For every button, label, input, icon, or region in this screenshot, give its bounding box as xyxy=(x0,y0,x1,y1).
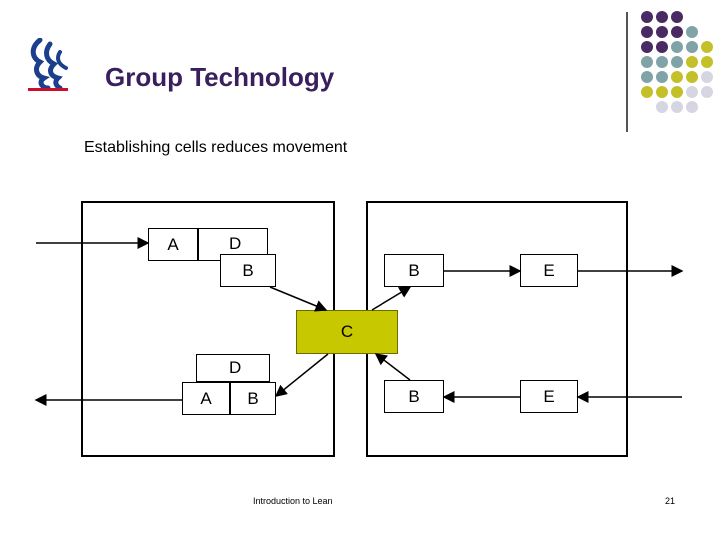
machine-label: E xyxy=(543,386,555,406)
dot-icon xyxy=(686,101,698,113)
machine-c-shared: C xyxy=(296,310,398,354)
dot-icon xyxy=(641,56,653,68)
dot-icon xyxy=(671,41,683,53)
machine-a-bottom: A xyxy=(182,382,230,415)
dot-icon xyxy=(656,41,668,53)
dot-icon xyxy=(656,11,668,23)
dot-icon xyxy=(641,86,653,98)
slide-title: Group Technology xyxy=(105,62,335,92)
machine-label: B xyxy=(242,260,254,280)
dot-icon xyxy=(641,71,653,83)
machine-label: A xyxy=(167,234,179,254)
dot-icon xyxy=(641,26,653,38)
dot-icon xyxy=(686,56,698,68)
arrow-b-to-c-bottom xyxy=(374,353,411,381)
decorative-divider xyxy=(626,12,628,132)
dot-icon xyxy=(656,26,668,38)
dot-icon xyxy=(701,71,713,83)
slide-footer: Introduction to Lean xyxy=(253,496,333,506)
machine-e-top: E xyxy=(520,254,578,287)
machine-label: C xyxy=(340,322,354,341)
machine-b-top-left: B xyxy=(220,254,276,287)
dot-icon xyxy=(656,71,668,83)
machine-label: D xyxy=(229,234,242,253)
machine-label: B xyxy=(247,388,259,408)
machine-label: D xyxy=(229,358,242,377)
machine-label: B xyxy=(408,386,420,406)
arrow-c-to-b-bottom-left xyxy=(274,353,329,397)
dot-icon xyxy=(656,56,668,68)
dot-icon xyxy=(671,86,683,98)
dot-icon xyxy=(701,86,713,98)
dot-icon xyxy=(701,56,713,68)
machine-b-bottom-right: B xyxy=(384,380,444,413)
dot-icon xyxy=(656,86,668,98)
machine-d-bottom: D xyxy=(196,354,270,382)
dot-icon xyxy=(686,86,698,98)
dot-icon xyxy=(701,41,713,53)
dot-icon xyxy=(671,71,683,83)
dot-icon xyxy=(641,11,653,23)
dot-icon xyxy=(686,71,698,83)
arrow-c-to-b-right xyxy=(371,286,412,311)
dot-icon xyxy=(671,101,683,113)
dot-icon xyxy=(671,11,683,23)
page-number: 21 xyxy=(665,496,676,506)
dot-icon xyxy=(686,26,698,38)
slide-subtitle: Establishing cells reduces movement xyxy=(84,139,348,156)
machine-label: B xyxy=(408,260,420,280)
university-logo-icon xyxy=(26,37,70,94)
dot-icon xyxy=(671,56,683,68)
machine-b-top-right: B xyxy=(384,254,444,287)
machine-b-bottom-left: B xyxy=(230,382,276,415)
machine-label: E xyxy=(543,260,555,280)
machine-label: A xyxy=(200,388,212,408)
dot-icon xyxy=(671,26,683,38)
arrow-b-to-c-left xyxy=(269,286,328,312)
right-cell-region xyxy=(366,201,628,457)
dot-icon xyxy=(641,41,653,53)
dot-icon xyxy=(686,41,698,53)
dot-icon xyxy=(656,101,668,113)
